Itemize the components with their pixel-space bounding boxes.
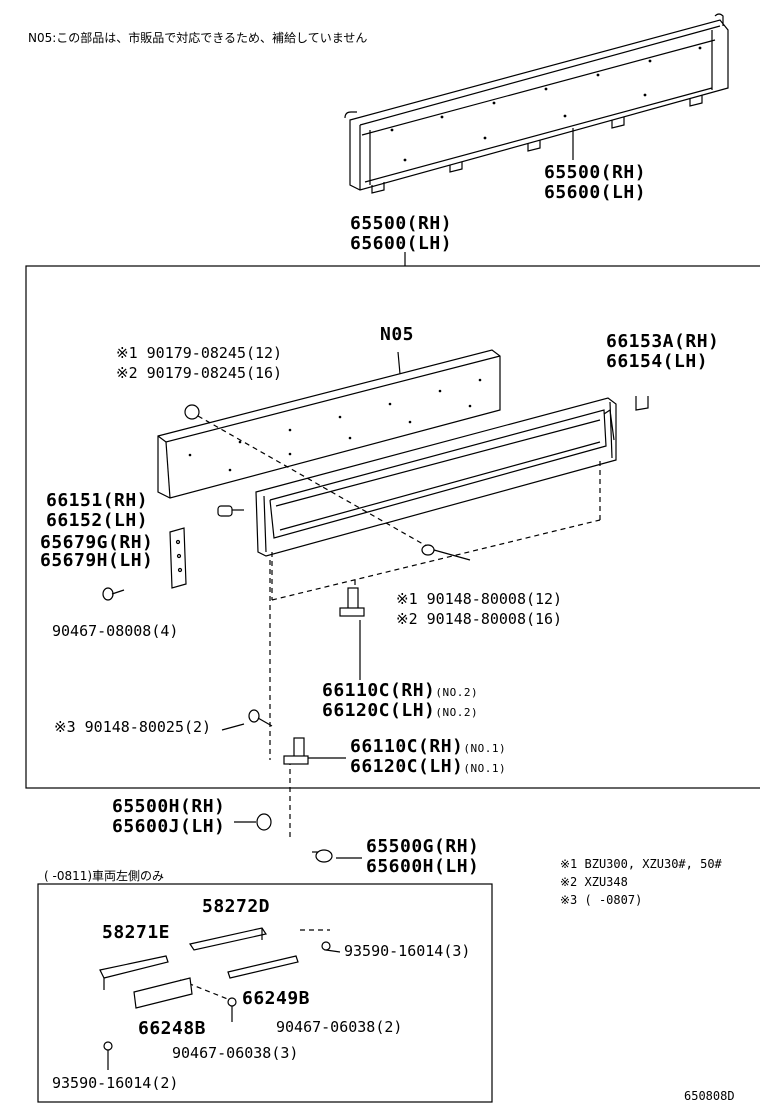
screw-93590-icon [321,941,331,951]
hook-66153a-icon [635,396,649,411]
lower-assembly-frame [37,883,493,1103]
label-clip-lh: 66152(LH) [46,510,149,531]
label-bolt-06038-2: 90467-06038(2) [276,1018,403,1036]
label-hinge2-rh: 66110C(RH)(NO.2) [322,680,479,701]
label-66248b: 66248B [138,1018,207,1039]
plate-65679-icon [169,527,187,589]
pin-65500g-icon [312,849,333,863]
label-65500-rh-box: 65500(RH) [350,213,453,234]
label-hinge1-rh: 66110C(RH)(NO.1) [350,736,507,757]
main-assembly-frame [25,265,760,789]
label-cap-rh: 65500H(RH) [112,796,226,817]
label-pin-rh: 65500G(RH) [366,836,480,857]
footnote-2: ※2 XZU348 [560,875,628,889]
label-plate-rh: 65679G(RH) [40,532,154,553]
footnote-3: ※3 ( -0807) [560,893,643,907]
label-bolt-1: ※1 90148-80008(12) [396,590,563,608]
label-n05: N05 [380,324,415,345]
screw-93590-lower-icon [103,1041,113,1051]
bolt-90148-80008-icon [421,544,471,561]
label-screw-2: ※2 90179-08245(16) [116,364,283,382]
bracket-58271e-icon [99,955,169,990]
n05-panel-board [157,349,501,499]
hinge-no2-icon [339,587,365,617]
label-hook-rh: 66153A(RH) [606,331,720,352]
note-n05: N05:この部品は、市販品で対応できるため、補給していません [28,31,368,45]
label-bolt-08008: 90467-08008(4) [52,622,179,640]
footnote-1: ※1 BZU300, XZU30#, 50# [560,857,722,871]
label-65600-lh-box: 65600(LH) [350,233,453,254]
label-hook-lh: 66154(LH) [606,351,709,372]
plate-66249b-icon [227,955,299,979]
screw-head-icon [184,404,200,420]
label-58272d: 58272D [202,896,271,917]
side-gate-frame [255,397,617,557]
label-bolt-2: ※2 90148-80008(16) [396,610,563,628]
label-hinge2-lh: 66120C(LH)(NO.2) [322,700,479,721]
label-screw-1: ※1 90179-08245(12) [116,344,283,362]
label-pin-lh: 65600H(LH) [366,856,480,877]
cap-65500h-icon [256,813,272,831]
clip-66151-icon [217,505,244,517]
diagram-id: 650808D [684,1089,735,1103]
plate-66248b-icon [133,977,193,1009]
label-bolt-3: ※3 90148-80025(2) [54,718,212,736]
label-65500-rh-top: 65500(RH) [544,162,647,183]
bolt-90467-08008-icon [102,587,125,601]
label-bolt-06038-3: 90467-06038(3) [172,1044,299,1062]
label-66249b: 66249B [242,988,311,1009]
label-screw-93590-2: 93590-16014(2) [52,1074,179,1092]
hinge-no1-icon [283,737,309,765]
label-65600-lh-top: 65600(LH) [544,182,647,203]
bracket-58272d-icon [189,927,267,951]
bolt-90467-06038-icon [227,997,237,1007]
label-hinge1-lh: 66120C(LH)(NO.1) [350,756,507,777]
top-side-panel-assembly [344,13,729,194]
bolt-90148-80025-icon [248,709,273,727]
label-clip-rh: 66151(RH) [46,490,149,511]
lower-box-header: ( -0811)車両左側のみ [44,869,165,883]
label-cap-lh: 65600J(LH) [112,816,226,837]
label-screw-93590-3: 93590-16014(3) [344,942,471,960]
label-58271e: 58271E [102,922,171,943]
label-plate-lh: 65679H(LH) [40,550,154,571]
